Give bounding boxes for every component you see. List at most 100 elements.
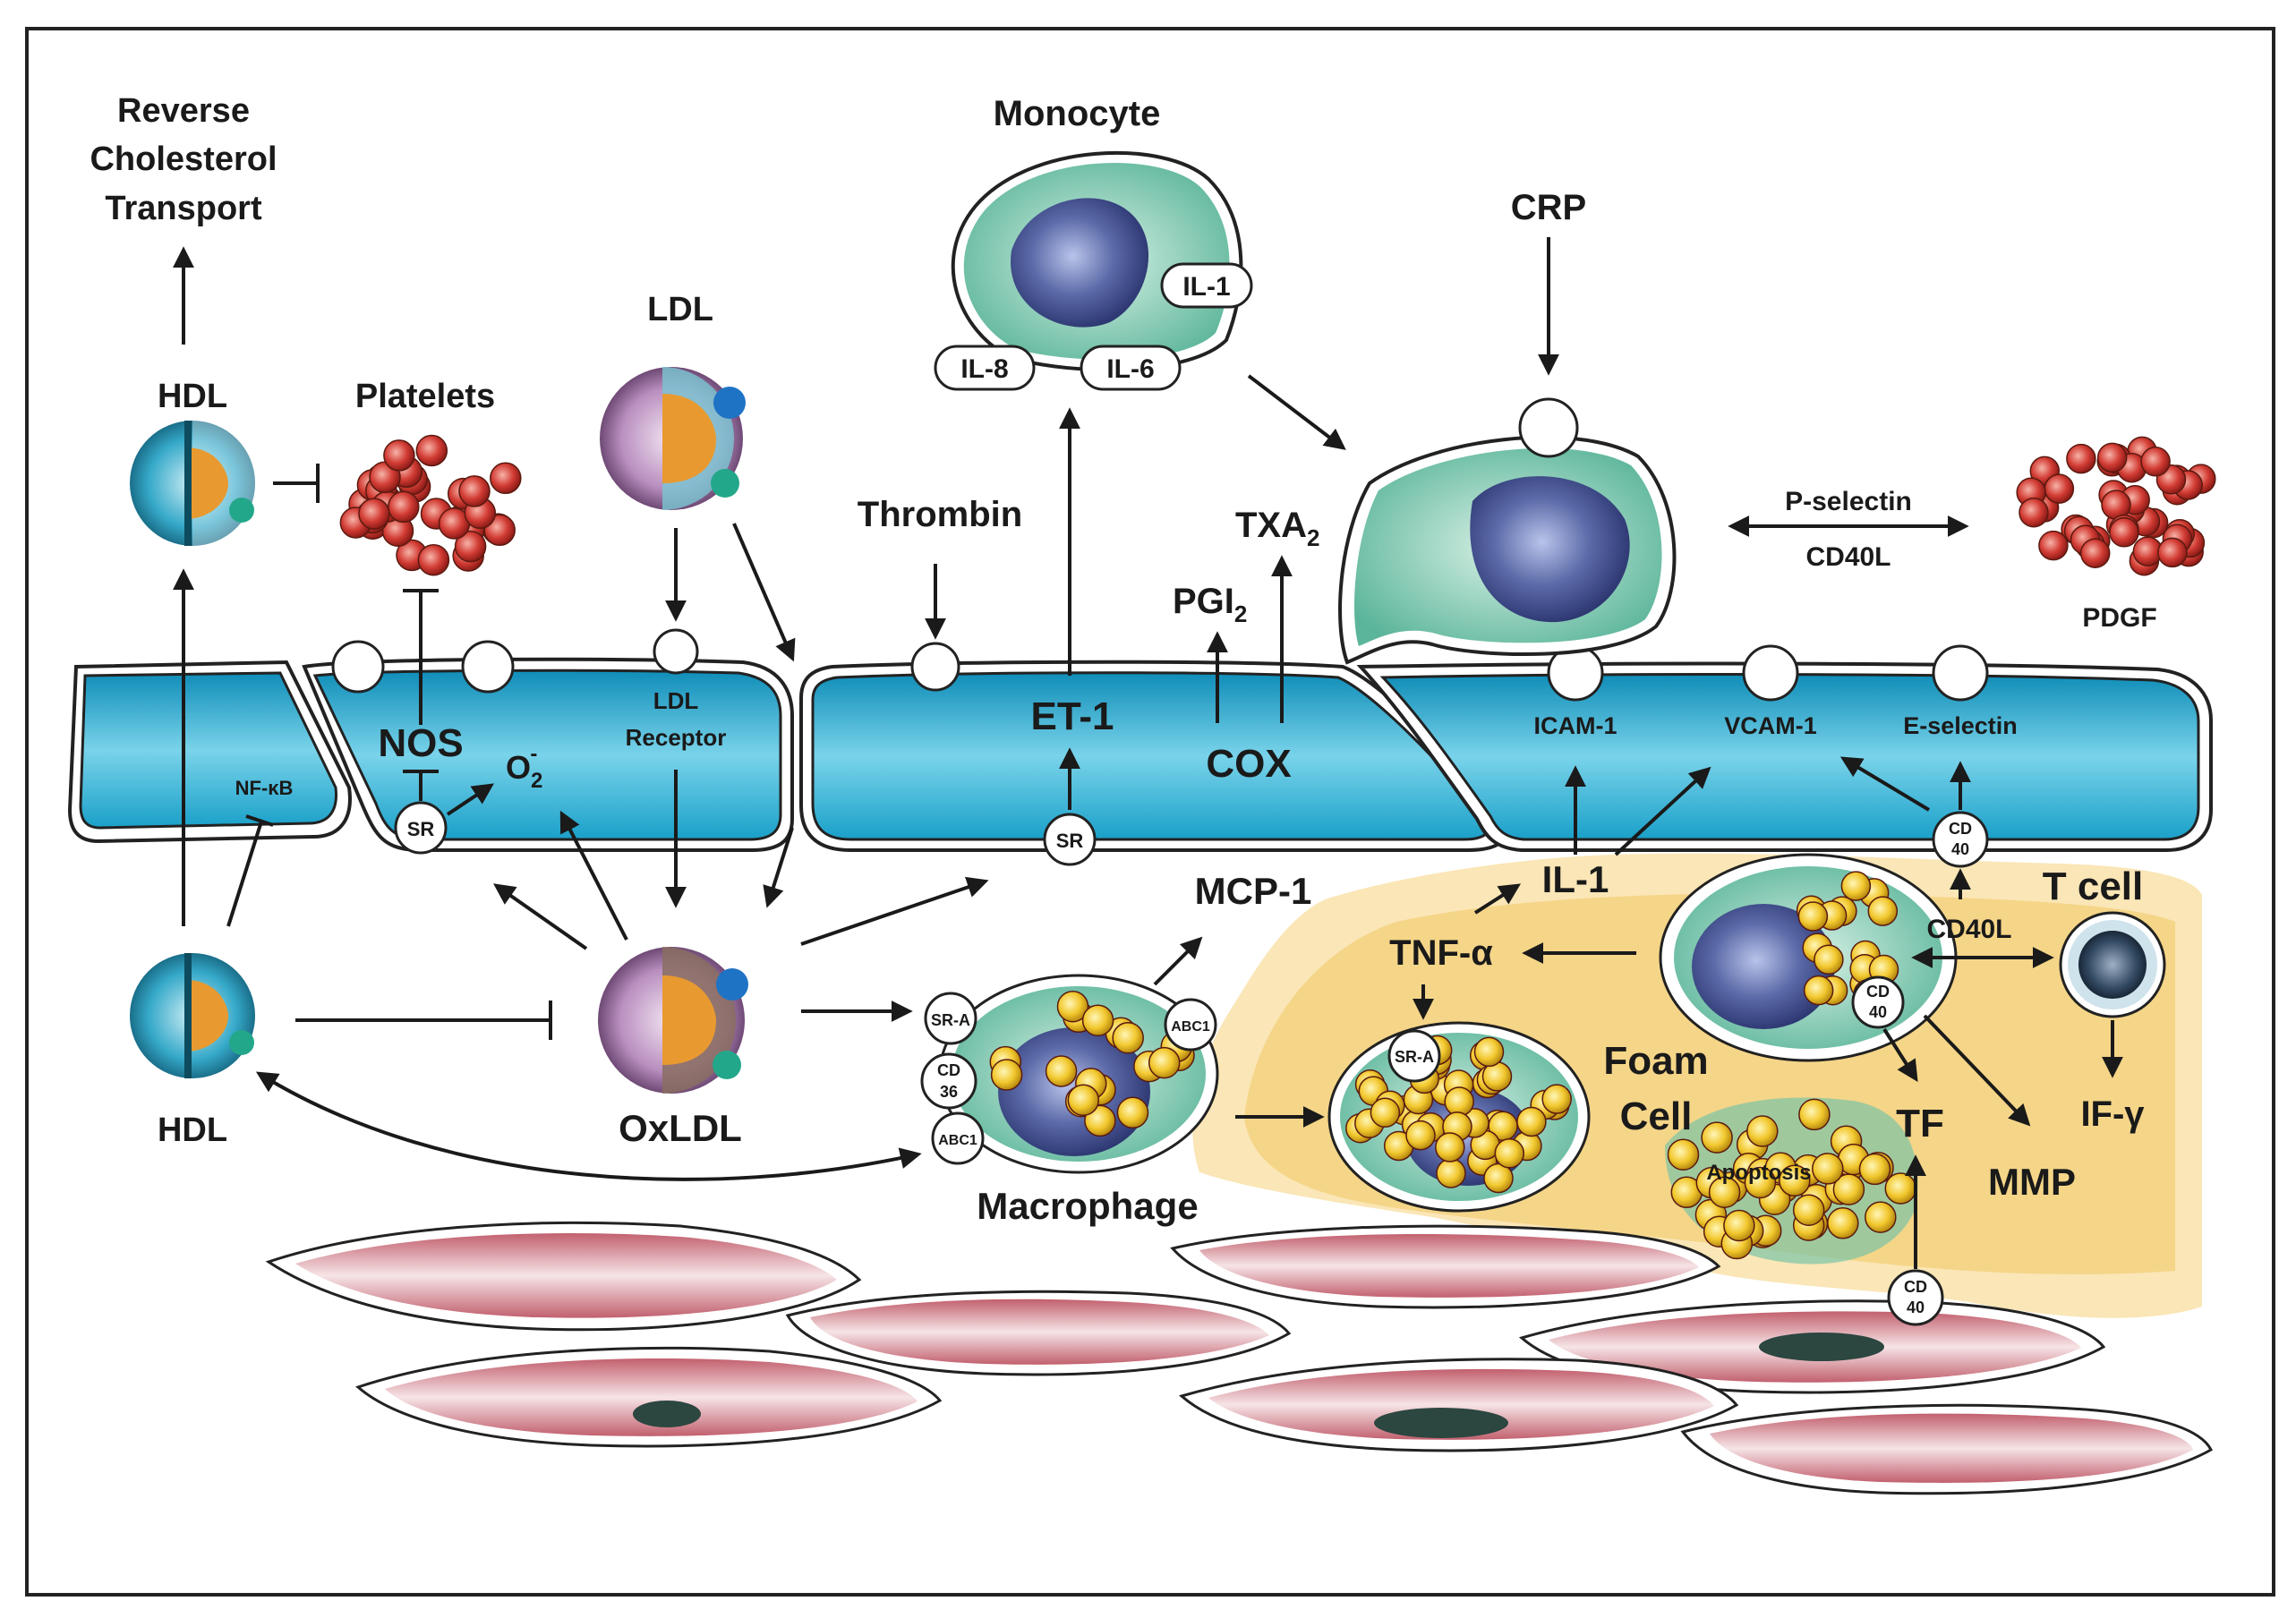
lipid-droplet bbox=[1494, 1138, 1525, 1169]
cd40l-mid-label: CD40L bbox=[1926, 915, 2011, 944]
lipid-droplet bbox=[1803, 975, 1834, 1006]
ifg-label: IF-γ bbox=[2080, 1094, 2145, 1134]
vcam-label: VCAM-1 bbox=[1724, 712, 1817, 739]
lipid-droplet bbox=[1483, 1162, 1514, 1194]
lipid-droplet bbox=[1701, 1121, 1733, 1154]
lipid-droplet bbox=[1112, 1021, 1144, 1054]
platelets-label: Platelets bbox=[355, 378, 495, 415]
sr-left-label: SR bbox=[407, 818, 435, 840]
pgi2-label: PGI2 bbox=[1173, 582, 1247, 627]
sra-foam-label: SR-A bbox=[1395, 1048, 1434, 1066]
reverse-transport-line1: Reverse bbox=[117, 92, 250, 130]
abc1-left-label: ABC1 bbox=[938, 1133, 977, 1148]
icam-label: ICAM-1 bbox=[1534, 712, 1617, 739]
tf-label: TF bbox=[1896, 1102, 1944, 1145]
lipid-droplet bbox=[1148, 1046, 1181, 1079]
crp-label: CRP bbox=[1511, 188, 1586, 227]
cd36-line1: CD bbox=[937, 1061, 960, 1079]
lipid-droplet bbox=[1541, 1084, 1572, 1114]
sr-middle-label: SR bbox=[1056, 830, 1084, 852]
monocyte-label: Monocyte bbox=[994, 94, 1161, 133]
platelet-cluster-right bbox=[2016, 436, 2216, 576]
cd40-endo-line1: CD bbox=[1949, 820, 1972, 838]
smc-nucleus bbox=[633, 1401, 701, 1427]
il1-badge bbox=[1160, 262, 1253, 309]
platelet bbox=[388, 490, 420, 524]
platelet bbox=[2157, 537, 2188, 568]
abc1-receptor-right bbox=[1164, 998, 1217, 1052]
smc-nucleus bbox=[1759, 1333, 1884, 1361]
sra-foam-receptor bbox=[1387, 1029, 1441, 1083]
lipid-droplet bbox=[1084, 1104, 1116, 1137]
platelet-cluster-left bbox=[339, 434, 522, 576]
endothelial-cell bbox=[799, 660, 1508, 852]
il6-badge bbox=[1080, 345, 1182, 391]
platelet bbox=[458, 475, 491, 507]
t-cell bbox=[2059, 911, 2166, 1018]
lipid-droplet bbox=[1884, 1172, 1917, 1205]
sr-receptor-left bbox=[394, 801, 448, 855]
il8-badge bbox=[934, 345, 1036, 391]
apoptotic-cell bbox=[1665, 1097, 1918, 1265]
lipid-droplet bbox=[1045, 1055, 1078, 1087]
cd36-receptor bbox=[920, 1052, 977, 1110]
lipid-droplet bbox=[1081, 1004, 1114, 1036]
smooth-muscle-cell bbox=[265, 1221, 862, 1332]
eselectin-receptor bbox=[1932, 644, 1989, 702]
lipid-droplet bbox=[1867, 896, 1899, 926]
lipid-droplet bbox=[1473, 1036, 1505, 1068]
mmp-label: MMP bbox=[1988, 1161, 2076, 1203]
p-selectin-label: P-selectin bbox=[1785, 487, 1912, 516]
lipid-droplet bbox=[1056, 990, 1089, 1023]
lipid-droplet bbox=[1797, 901, 1829, 932]
platelet bbox=[2140, 447, 2171, 477]
smooth-muscle-cell bbox=[1170, 1224, 1721, 1309]
il6-label: IL-6 bbox=[1106, 354, 1154, 384]
tcell-label: T cell bbox=[2043, 864, 2144, 908]
endothelial-cell bbox=[1356, 661, 2213, 852]
lipid-droplet bbox=[1840, 871, 1872, 901]
hdl-bottom-label: HDL bbox=[158, 1111, 227, 1149]
lipid-droplet bbox=[1779, 1164, 1811, 1197]
ldl-particle bbox=[600, 367, 746, 510]
pdgf-label: PDGF bbox=[2082, 603, 2156, 633]
cd40-receptor-activated bbox=[1851, 975, 1905, 1029]
smooth-muscle-cell bbox=[355, 1346, 943, 1448]
reverse-transport-line3: Transport bbox=[105, 190, 262, 227]
lipid-droplet bbox=[1516, 1106, 1547, 1137]
platelet bbox=[2079, 538, 2111, 568]
nfkb-label: NF-κB bbox=[235, 777, 294, 799]
tnf-label: TNF-α bbox=[1389, 933, 1493, 973]
cd40l-top-label: CD40L bbox=[1805, 542, 1891, 572]
cell-label: Cell bbox=[1620, 1094, 1693, 1138]
arrows bbox=[173, 237, 2123, 1269]
lipid-droplet bbox=[1746, 1115, 1779, 1147]
lipid-droplet bbox=[1436, 1158, 1466, 1188]
oxldl-label: OxLDL bbox=[619, 1107, 742, 1149]
foam-cell bbox=[1327, 1021, 1591, 1213]
mcp1-label: MCP-1 bbox=[1195, 870, 1312, 912]
platelet bbox=[2066, 443, 2096, 474]
platelet bbox=[2019, 497, 2049, 528]
smooth-muscle-cell bbox=[1680, 1403, 2213, 1495]
smooth-muscle-cell bbox=[1178, 1358, 1739, 1452]
labels: Reverse Cholesterol Transport HDL HDL Pl… bbox=[90, 92, 2156, 1316]
cox-label: COX bbox=[1206, 742, 1291, 786]
receptor bbox=[461, 640, 515, 694]
abc1-right-label: ABC1 bbox=[1171, 1019, 1210, 1035]
sra-label: SR-A bbox=[931, 1011, 970, 1029]
lipid-droplet bbox=[1832, 1173, 1865, 1205]
abc1-receptor-left bbox=[931, 1111, 985, 1165]
cd40-endo-line2: 40 bbox=[1951, 840, 1969, 858]
foam-label: Foam bbox=[1603, 1039, 1708, 1083]
macrophage-label: Macrophage bbox=[977, 1185, 1198, 1227]
smooth-muscle-cell bbox=[1518, 1299, 2106, 1394]
ldl-receptor-line1: LDL bbox=[653, 687, 699, 714]
lipid-droplet bbox=[1798, 1098, 1831, 1131]
et1-label: ET-1 bbox=[1031, 694, 1114, 738]
lipid-droplet bbox=[1792, 1194, 1825, 1226]
lipid-droplet bbox=[1708, 1176, 1741, 1208]
cd40-act-line1: CD bbox=[1866, 983, 1890, 1001]
cd40-bottom-line2: 40 bbox=[1907, 1299, 1925, 1316]
